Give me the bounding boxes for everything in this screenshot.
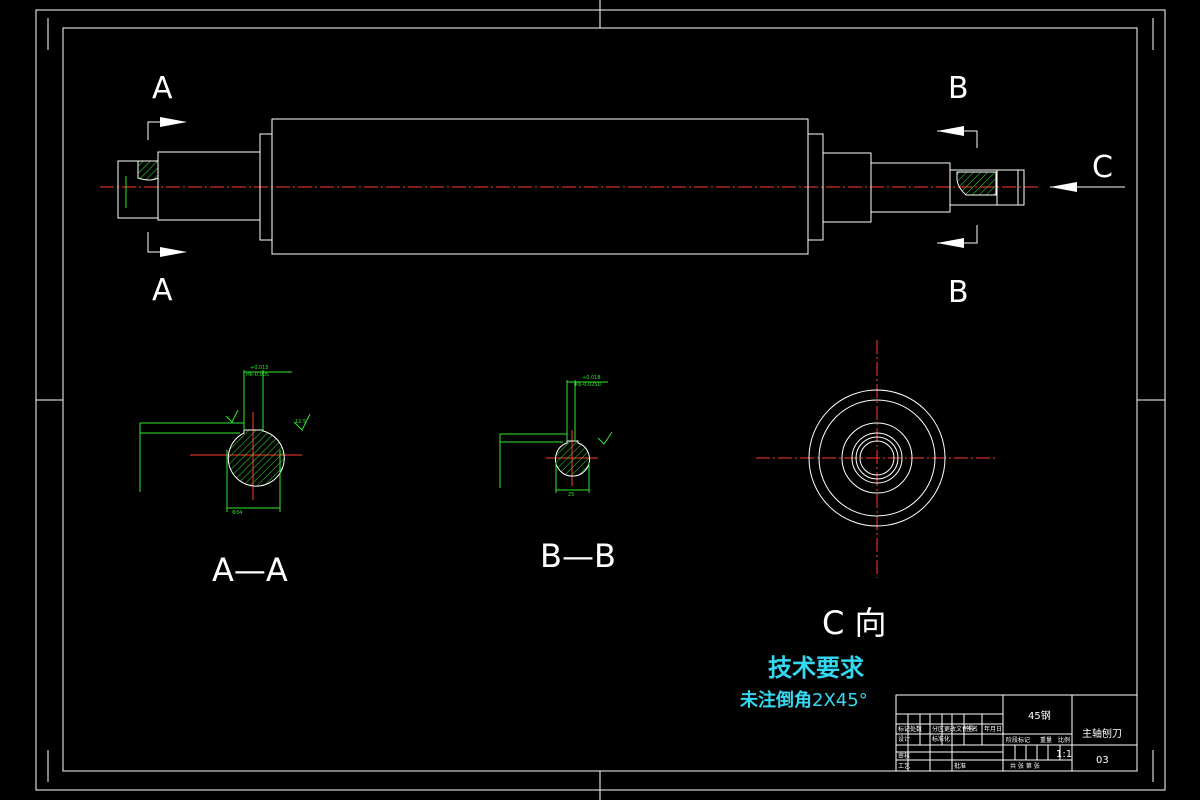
arrow-left-icon — [937, 126, 964, 136]
svg-text:12.5: 12.5 — [295, 419, 306, 425]
svg-text:工艺: 工艺 — [898, 762, 910, 770]
section-bb-view: +0.018 K6-0.0250 25 — [499, 375, 613, 498]
svg-text:标准化: 标准化 — [932, 735, 950, 743]
sheet-border — [35, 0, 1166, 800]
svg-text:标记: 标记 — [898, 725, 910, 733]
arrow-right-icon — [160, 117, 187, 127]
title-block: 标记 处数 分区 更改文件号 签名 年月日 设计 标准化 审核 工艺 批准 阶段… — [895, 694, 1138, 772]
svg-text:设计: 设计 — [898, 735, 910, 743]
title-block-scale: 1:1 — [1056, 749, 1072, 760]
svg-text:+0.018: +0.018 — [582, 375, 601, 381]
view-label-c: C — [1092, 150, 1113, 185]
arrow-left-icon — [1050, 182, 1077, 192]
section-aa-view: +0.015 H6-0.005 12.5 Φ34 — [139, 365, 311, 516]
svg-text:H6-0.005: H6-0.005 — [246, 372, 269, 378]
svg-text:年月日: 年月日 — [984, 725, 1002, 733]
svg-text:处数: 处数 — [910, 725, 922, 733]
section-a-marks — [147, 117, 187, 257]
view-c-drawing — [756, 340, 998, 578]
shaft-right-tip — [996, 169, 1025, 206]
svg-text:+0.015: +0.015 — [250, 365, 269, 371]
keyway-right-hatch — [956, 171, 997, 196]
arrow-right-icon — [160, 247, 187, 257]
section-aa-hatch — [227, 429, 285, 487]
section-label-b-top: B — [948, 71, 969, 106]
view-c-title: C 向 — [822, 604, 887, 642]
svg-text:共 张 第 张: 共 张 第 张 — [1010, 762, 1040, 770]
title-block-drawing-no: 03 — [1096, 755, 1109, 766]
arrow-left-icon — [937, 238, 964, 248]
svg-text:比例: 比例 — [1058, 736, 1070, 744]
tech-requirements-note: 未注倒角2X45° — [740, 689, 868, 711]
svg-text:25: 25 — [568, 492, 574, 498]
svg-text:Φ34: Φ34 — [232, 510, 242, 516]
section-bb-hatch — [555, 440, 590, 477]
svg-text:批准: 批准 — [954, 762, 966, 770]
svg-text:审核: 审核 — [898, 752, 910, 760]
section-bb-title: B—B — [540, 537, 616, 575]
keyway-left-hatch — [137, 160, 159, 181]
svg-text:重量: 重量 — [1040, 736, 1052, 744]
section-label-b-bottom: B — [948, 275, 969, 310]
section-label-a-top: A — [152, 71, 173, 106]
section-aa-title: A—A — [212, 551, 288, 589]
section-label-a-bottom: A — [152, 273, 173, 308]
tech-requirements-title: 技术要求 — [768, 654, 864, 682]
shaft-main-view — [100, 118, 1040, 255]
svg-text:更改文件号: 更改文件号 — [944, 725, 974, 733]
shaft-left-journal — [157, 151, 261, 221]
svg-text:K6-0.0250: K6-0.0250 — [575, 382, 601, 388]
svg-text:签名: 签名 — [966, 725, 978, 733]
title-block-part-name: 主轴刨刀 — [1082, 727, 1122, 740]
title-block-material: 45钢 — [1028, 709, 1051, 722]
view-c-mark — [1050, 182, 1125, 192]
svg-text:分区: 分区 — [932, 725, 944, 733]
section-b-marks — [937, 126, 978, 248]
svg-text:阶段标记: 阶段标记 — [1006, 736, 1030, 744]
